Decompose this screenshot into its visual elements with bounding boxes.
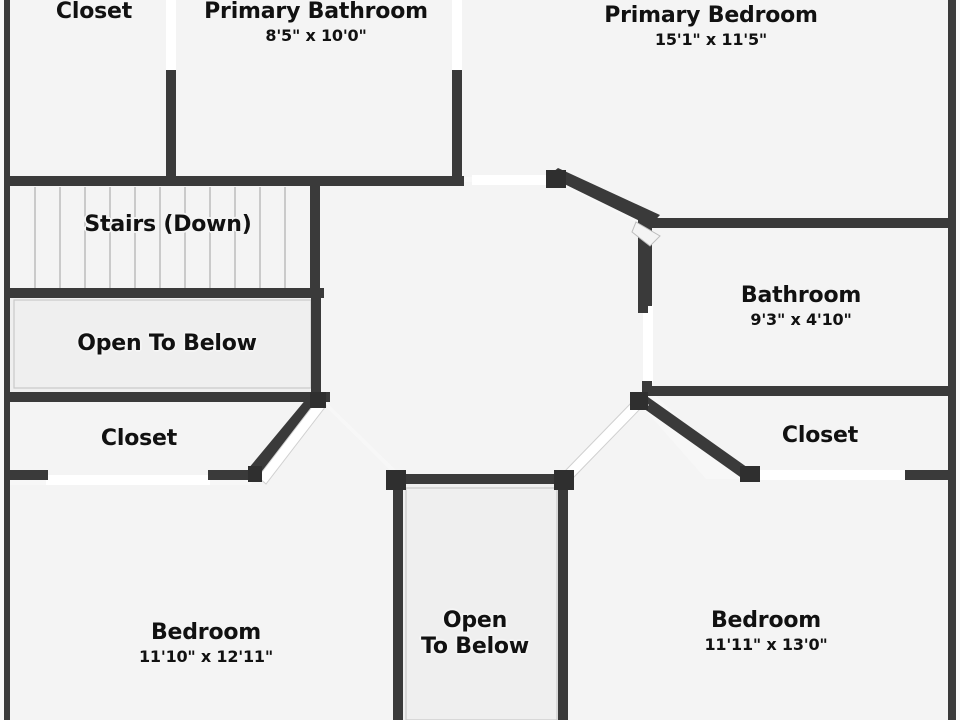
wall-otb-bottom-left [393, 478, 403, 720]
wall-diagonal-bedroom-left-ne [310, 399, 398, 486]
wall-closet-left-bottom-b [208, 470, 256, 480]
wall-closet-left-bottom-a [4, 470, 48, 480]
wall-exterior-left-mid2 [4, 296, 10, 400]
wall-bathroom-closet [644, 386, 952, 396]
wall-exterior-right [948, 0, 956, 720]
wall-diagonal-ne [548, 168, 660, 226]
wall-closet-right-bottom-b [905, 470, 951, 480]
wall-exterior-left-upper [4, 0, 10, 182]
stair-treads [34, 187, 286, 288]
wall-bath-bedroom-partition [452, 70, 462, 182]
wall-otb-bottom-top [393, 474, 568, 484]
wall-exterior-left-mid1 [4, 182, 10, 296]
wall-otb-left-right [311, 290, 321, 398]
wall-endcaps [248, 170, 760, 490]
wall-bedroom-bathroom [644, 218, 952, 228]
wall-bathroom-left-upper [642, 222, 652, 306]
wall-exterior-left-lower [4, 480, 10, 720]
wall-closet-bath-partition [166, 70, 176, 182]
wall-diagonal-se [633, 392, 751, 479]
wall-otb-left-bottom [4, 392, 330, 402]
wall-below-top-rooms [4, 176, 464, 186]
wall-stairs-right [310, 182, 320, 294]
wall-diagonal-sw-outer [248, 392, 322, 477]
wall-otb-bottom-right [558, 478, 568, 720]
door-openings [46, 0, 911, 485]
wall-exterior-left-mid3 [4, 400, 10, 480]
wall-stairs-bottom [4, 288, 324, 298]
